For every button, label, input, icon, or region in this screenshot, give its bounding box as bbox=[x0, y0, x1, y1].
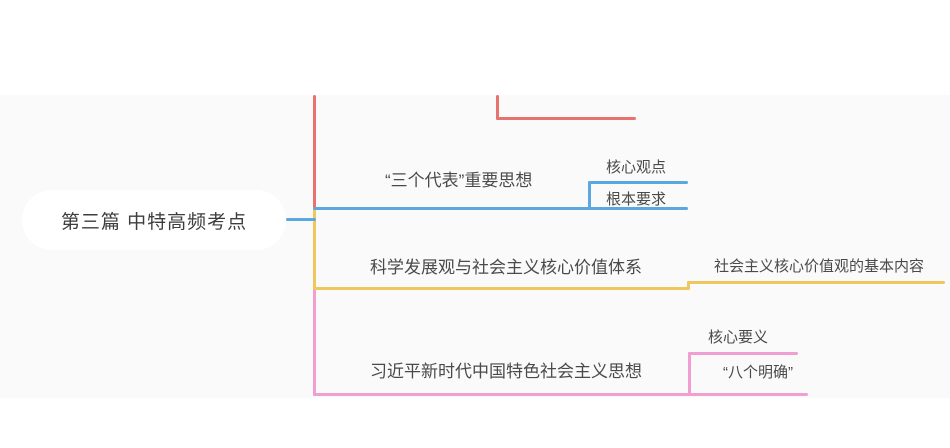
connector-branch-blue-child-2 bbox=[588, 207, 688, 210]
branch-blue-child-2-label[interactable]: 根本要求 bbox=[606, 191, 667, 208]
connector-branch-blue-sub-vertical bbox=[588, 181, 591, 210]
branch-pink-child-2-label[interactable]: “八个明确” bbox=[723, 364, 793, 381]
connector-branch-blue-main bbox=[313, 207, 591, 210]
branch-pink-child-1-label[interactable]: 核心要义 bbox=[708, 329, 769, 346]
connector-branch-pink-spine bbox=[313, 207, 316, 396]
connector-branch-blue-child-1 bbox=[588, 181, 688, 184]
connector-branch-pink-child-1 bbox=[688, 352, 798, 355]
branch-orange-label[interactable]: 科学发展观与社会主义核心价值体系 bbox=[370, 258, 642, 277]
connector-branch-red-sub-horizontal bbox=[496, 117, 636, 120]
connector-root-stub bbox=[286, 218, 316, 221]
connector-branch-red-sub-vertical bbox=[496, 95, 499, 120]
branch-pink-label[interactable]: 习近平新时代中国特色社会主义思想 bbox=[370, 362, 642, 381]
branch-orange-child-1-label[interactable]: 社会主义核心价值观的基本内容 bbox=[714, 258, 925, 275]
root-node[interactable]: 第三篇 中特高频考点 bbox=[22, 190, 286, 250]
root-node-label: 第三篇 中特高频考点 bbox=[60, 211, 248, 233]
branch-blue-child-1-label[interactable]: 核心观点 bbox=[606, 159, 667, 176]
connector-branch-orange-main bbox=[313, 287, 689, 290]
branch-blue-label[interactable]: “三个代表”重要思想 bbox=[385, 171, 533, 190]
connector-branch-red-spine bbox=[313, 95, 316, 219]
connector-branch-pink-main bbox=[313, 393, 691, 396]
connector-branch-orange-sub-vertical bbox=[687, 281, 690, 290]
connector-branch-orange-spine bbox=[313, 207, 316, 289]
connector-branch-pink-sub-vertical bbox=[688, 352, 691, 396]
connector-branch-orange-child-1 bbox=[687, 281, 945, 284]
connector-branch-pink-child-2 bbox=[688, 393, 808, 396]
